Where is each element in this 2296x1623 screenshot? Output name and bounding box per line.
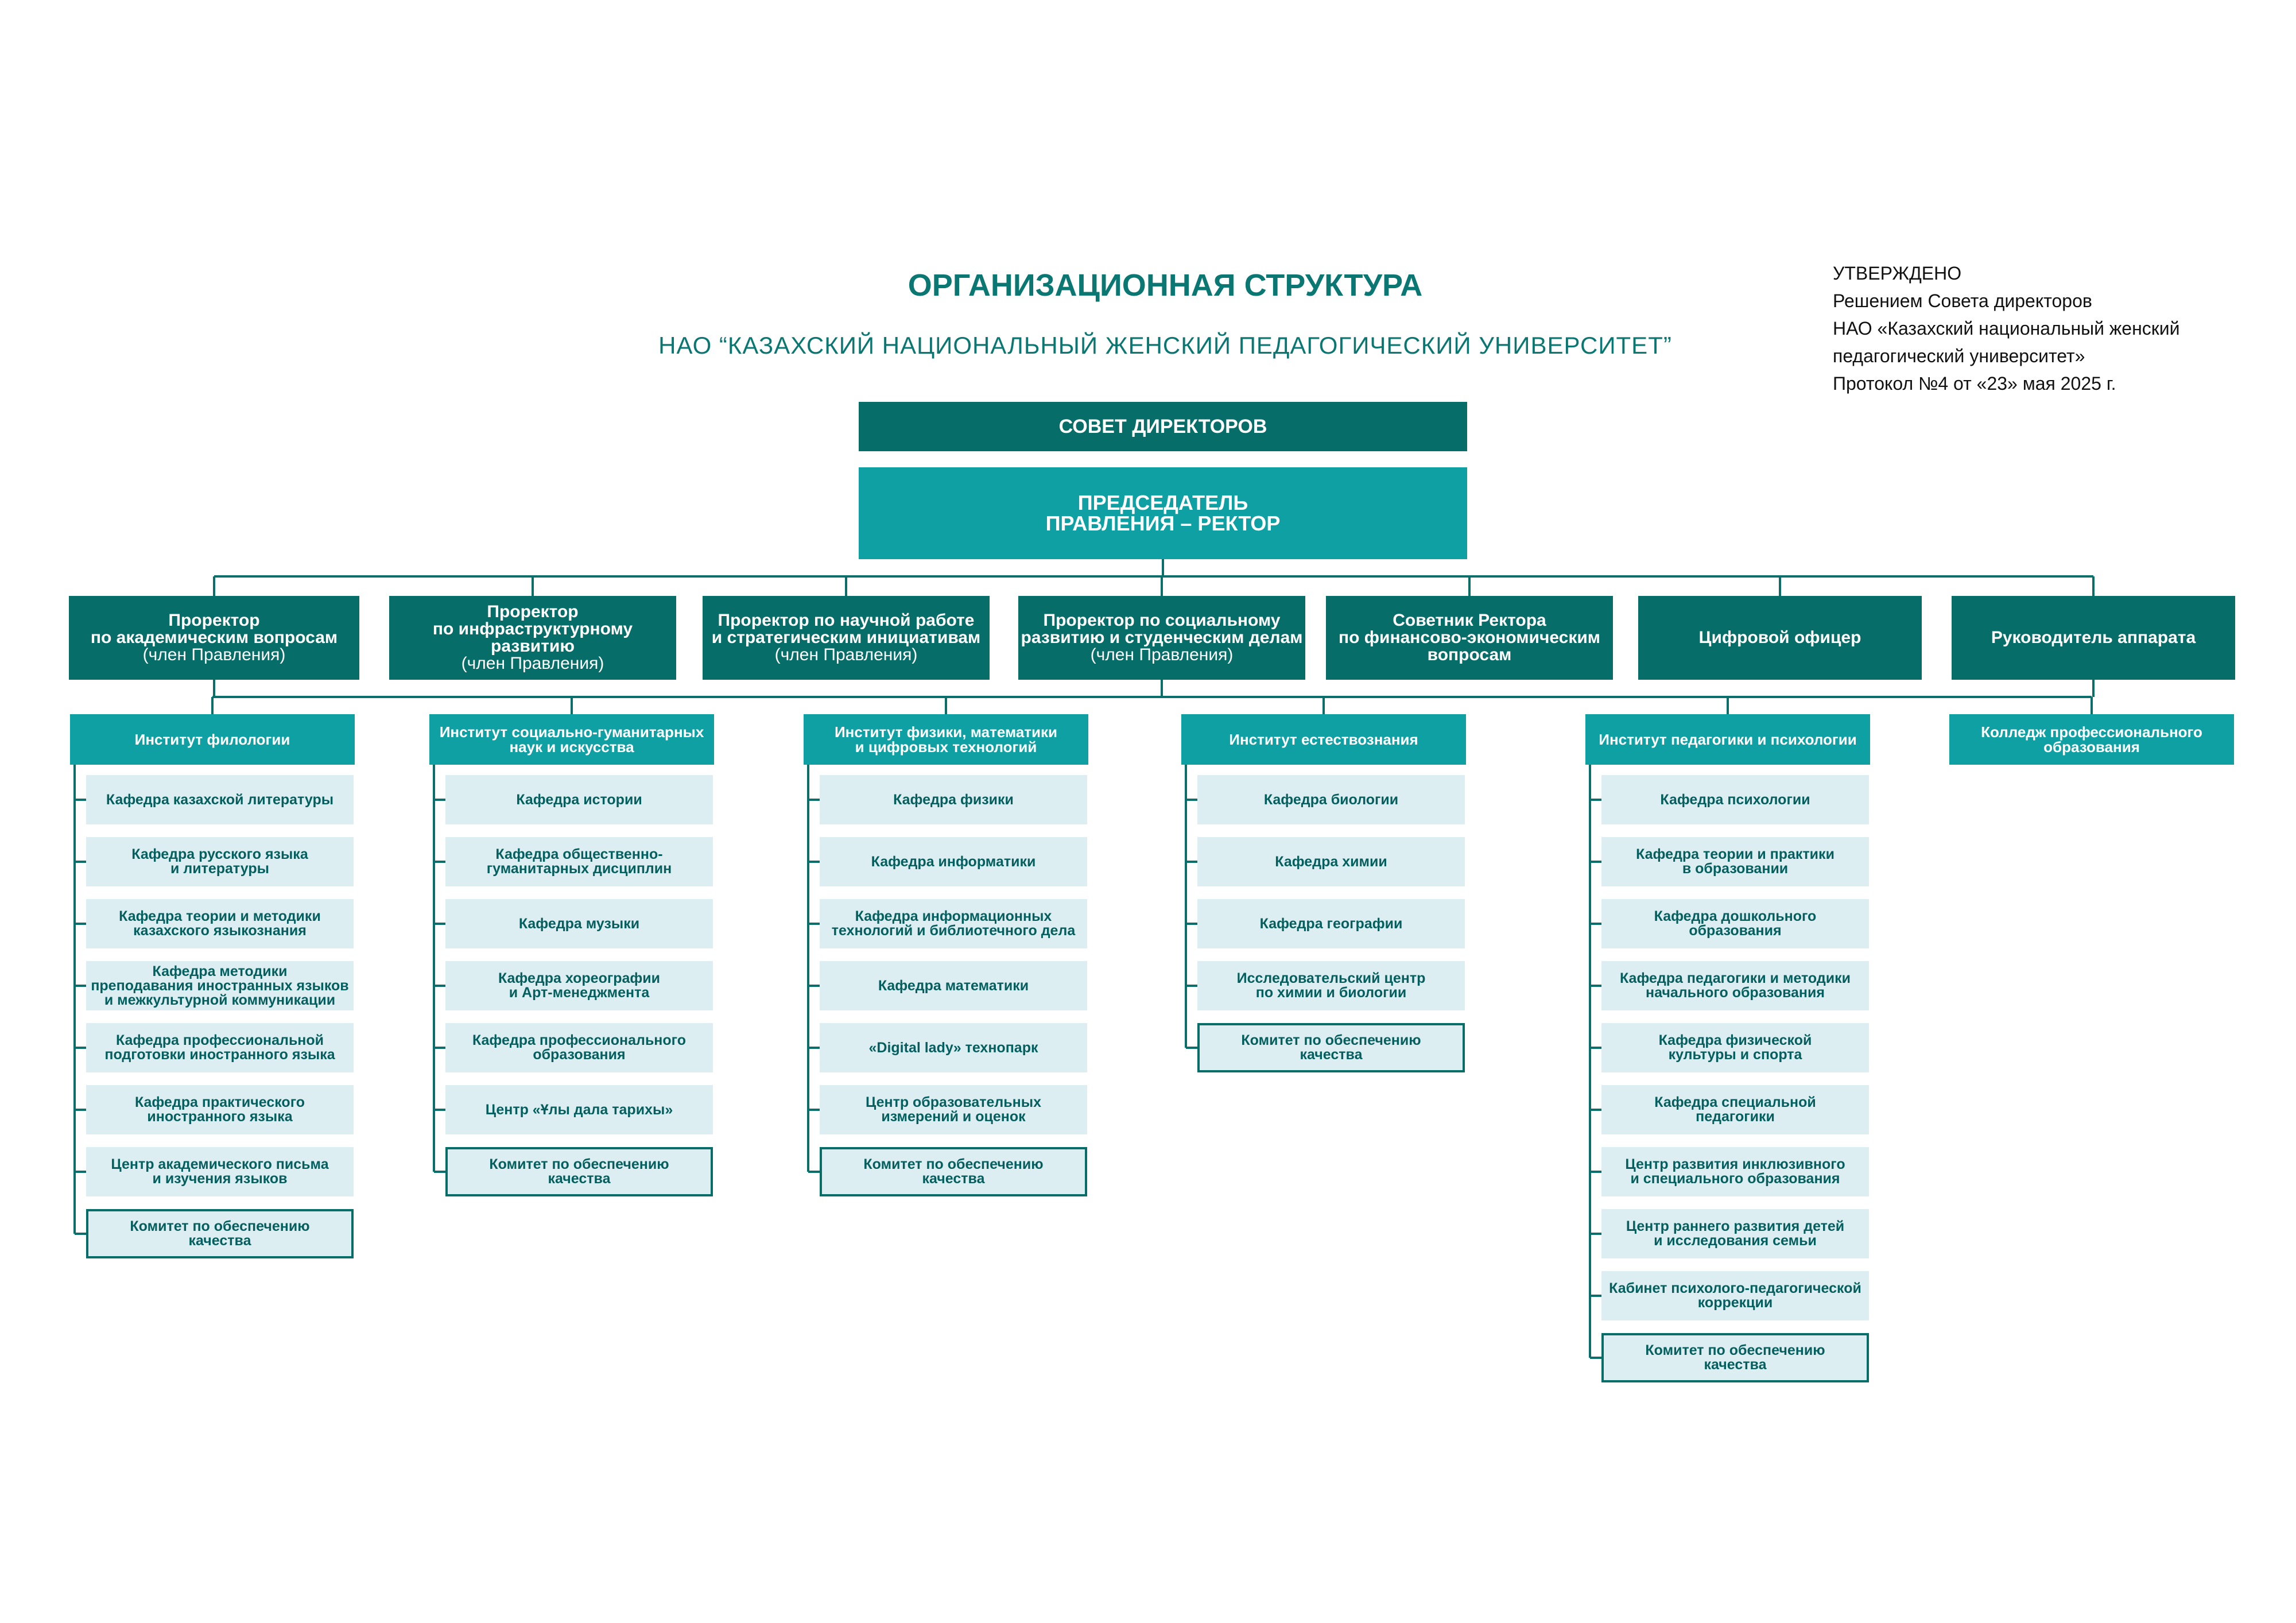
board-of-directors-box: СОВЕТ ДИРЕКТОРОВ (859, 402, 1467, 451)
executive-box: Проректор по академическим вопросам(член… (69, 596, 359, 680)
executive-title: Проректор по академическим вопросам (90, 611, 338, 647)
executive-title: Проректор по научной работе и стратегиче… (711, 611, 981, 647)
approval-line: УТВЕРЖДЕНО (1833, 263, 1962, 284)
approval-stamp: УТВЕРЖДЕНО Решением Совета директоров НА… (1833, 259, 2269, 397)
department-box: Кафедра методики преподавания иностранны… (86, 961, 354, 1010)
department-box: Кафедра математики (820, 961, 1087, 1010)
department-box: Кафедра психологии (1601, 775, 1869, 824)
department-box: Кафедра музыки (445, 899, 713, 948)
department-box: Исследовательский центр по химии и биоло… (1197, 961, 1465, 1010)
approval-line: педагогический университет» (1833, 346, 2085, 366)
executive-note: (член Правления) (461, 654, 604, 673)
department-box: «Digital lady» технопарк (820, 1023, 1087, 1072)
approval-line: Протокол №4 от «23» мая 2025 г. (1833, 373, 2116, 394)
page-title: ОРГАНИЗАЦИОННАЯ СТРУКТУРА (907, 268, 1423, 303)
executive-note: (член Правления) (1090, 645, 1234, 664)
department-box: Кафедра педагогики и методики начального… (1601, 961, 1869, 1010)
department-box: Центр «Ұлы дала тарихы» (445, 1085, 713, 1134)
institute-box: Институт педагогики и психологии (1585, 714, 1870, 765)
department-box: Кафедра теории и практики в образовании (1601, 837, 1869, 886)
executive-box: Проректор по научной работе и стратегиче… (703, 596, 990, 680)
department-box: Кафедра русского языка и литературы (86, 837, 354, 886)
department-box: Центр академического письма и изучения я… (86, 1147, 354, 1196)
institute-box: Институт филологии (70, 714, 355, 765)
page-subtitle: НАО “КАЗАХСКИЙ НАЦИОНАЛЬНЫЙ ЖЕНСКИЙ ПЕДА… (658, 332, 1672, 359)
executive-box: Проректор по социальному развитию и студ… (1018, 596, 1305, 680)
department-box: Кафедра биологии (1197, 775, 1465, 824)
executive-note: (член Правления) (142, 645, 286, 664)
approval-line: НАО «Казахский национальный женский (1833, 318, 2180, 339)
executive-title: Советник Ректора по финансово-экономичес… (1338, 611, 1600, 664)
department-box: Кафедра профессионального образования (445, 1023, 713, 1072)
executive-title: Проректор по социальному развитию и студ… (1021, 611, 1303, 647)
institute-box: Институт социально-гуманитарных наук и и… (429, 714, 714, 765)
department-box: Кафедра физической культуры и спорта (1601, 1023, 1869, 1072)
department-box: Центр развития инклюзивного и специально… (1601, 1147, 1869, 1196)
department-box: Центр раннего развития детей и исследова… (1601, 1209, 1869, 1258)
executive-box: Советник Ректора по финансово-экономичес… (1326, 596, 1613, 680)
department-box: Кафедра теории и методики казахского язы… (86, 899, 354, 948)
department-box: Кафедра специальной педагогики (1601, 1085, 1869, 1134)
quality-committee-box: Комитет по обеспечению качества (1197, 1023, 1465, 1072)
institute-box: Колледж профессионального образования (1949, 714, 2234, 765)
executive-title: Руководитель аппарата (1991, 628, 2196, 647)
quality-committee-box: Комитет по обеспечению качества (445, 1147, 713, 1196)
institute-box: Институт физики, математики и цифровых т… (804, 714, 1088, 765)
institute-box: Институт естествознания (1181, 714, 1466, 765)
executive-title: Проректор по инфраструктурному развитию (432, 602, 633, 656)
department-box: Кафедра дошкольного образования (1601, 899, 1869, 948)
executive-box: Руководитель аппарата (1952, 596, 2235, 680)
department-box: Кафедра хореографии и Арт-менеджмента (445, 961, 713, 1010)
department-box: Центр образовательных измерений и оценок (820, 1085, 1087, 1134)
department-box: Кафедра информационных технологий и библ… (820, 899, 1087, 948)
quality-committee-box: Комитет по обеспечению качества (1601, 1333, 1869, 1382)
department-box: Кабинет психолого-педагогической коррекц… (1601, 1271, 1869, 1320)
quality-committee-box: Комитет по обеспечению качества (86, 1209, 354, 1258)
department-box: Кафедра профессиональной подготовки инос… (86, 1023, 354, 1072)
department-box: Кафедра истории (445, 775, 713, 824)
chairman-rector-box: ПРЕДСЕДАТЕЛЬ ПРАВЛЕНИЯ – РЕКТОР (859, 467, 1467, 559)
department-box: Кафедра химии (1197, 837, 1465, 886)
department-box: Кафедра казахской литературы (86, 775, 354, 824)
department-box: Кафедра информатики (820, 837, 1087, 886)
approval-line: Решением Совета директоров (1833, 290, 2092, 311)
executive-box: Цифровой офицер (1638, 596, 1922, 680)
executive-note: (член Правления) (774, 645, 918, 664)
department-box: Кафедра общественно- гуманитарных дисцип… (445, 837, 713, 886)
quality-committee-box: Комитет по обеспечению качества (820, 1147, 1087, 1196)
executive-box: Проректор по инфраструктурному развитию(… (389, 596, 676, 680)
department-box: Кафедра практического иностранного языка (86, 1085, 354, 1134)
executive-title: Цифровой офицер (1698, 628, 1861, 647)
department-box: Кафедра физики (820, 775, 1087, 824)
department-box: Кафедра географии (1197, 899, 1465, 948)
